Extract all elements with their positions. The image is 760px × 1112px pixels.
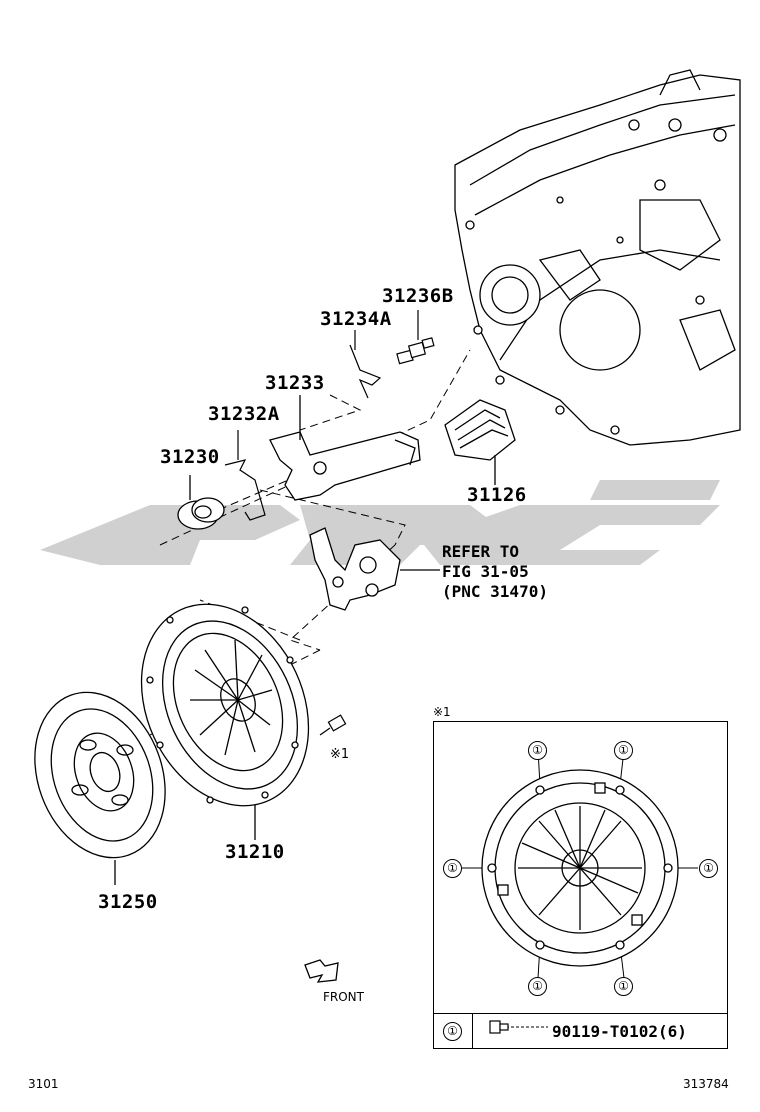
refer-line-2: FIG 31-05 xyxy=(442,562,529,581)
legend-row: ① 90119-T0102(6) xyxy=(434,1013,727,1049)
part-31230-release-bearing xyxy=(177,475,225,530)
callout-31210: 31210 xyxy=(225,841,285,863)
callout-31250: 31250 xyxy=(98,891,158,913)
bolt-note: ※1 xyxy=(330,747,350,762)
detail-clutch-cover xyxy=(481,769,679,967)
refer-line-1: REFER TO xyxy=(442,542,520,561)
detail-circle-5: ① xyxy=(528,977,547,996)
part-31234A-clip xyxy=(349,330,382,399)
part-31236B-fitting xyxy=(396,310,435,365)
callout-31230: 31230 xyxy=(160,446,220,468)
part-31232A-spring xyxy=(224,430,266,521)
detail-marker: ※1 xyxy=(433,705,451,719)
callout-31233: 31233 xyxy=(265,372,325,394)
detail-circle-4: ① xyxy=(699,859,718,878)
transmission-housing xyxy=(454,69,741,446)
legend-divider xyxy=(472,1014,473,1049)
footer-left-code: 3101 xyxy=(28,1077,59,1091)
detail-circle-6: ① xyxy=(614,977,633,996)
part-31250-clutch-disc xyxy=(34,691,166,885)
part-31233-release-fork xyxy=(269,395,421,501)
part-31126-boot xyxy=(444,399,516,485)
detail-circle-2: ① xyxy=(614,741,633,760)
watermark-logo xyxy=(40,480,720,565)
front-arrow-icon xyxy=(304,959,339,983)
legend-part-number: 90119-T0102(6) xyxy=(552,1022,687,1041)
callout-31234A: 31234A xyxy=(320,308,392,330)
legend-circle-symbol: ① xyxy=(443,1022,462,1041)
callout-31126: 31126 xyxy=(467,484,527,506)
footer-right-code: 313784 xyxy=(683,1077,729,1091)
bolt xyxy=(319,714,347,736)
detail-circle-1: ① xyxy=(528,741,547,760)
refer-note: REFER TO FIG 31-05 (PNC 31470) xyxy=(442,542,548,602)
slave-cylinder xyxy=(309,527,440,611)
refer-line-3: (PNC 31470) xyxy=(442,582,548,601)
part-31210-clutch-cover xyxy=(140,603,310,840)
callout-31232A: 31232A xyxy=(208,403,280,425)
front-label: FRONT xyxy=(323,990,364,1004)
detail-circle-3: ① xyxy=(443,859,462,878)
legend-bolt-icon xyxy=(489,1020,509,1034)
detail-box: ① 90119-T0102(6) xyxy=(433,721,728,1049)
callout-31236B: 31236B xyxy=(382,285,454,307)
